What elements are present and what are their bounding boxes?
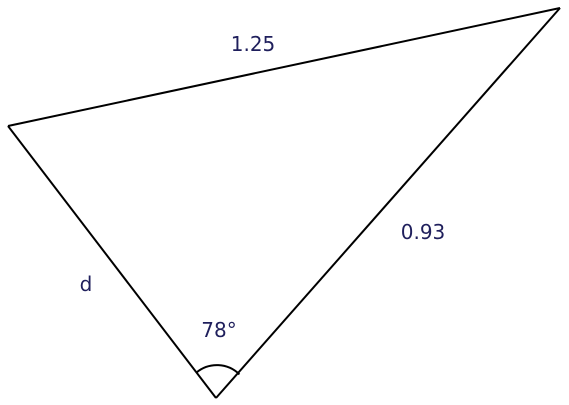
- angle-arc: [195, 364, 241, 376]
- angle-label: 78°: [201, 318, 236, 342]
- side-left-edge: [7, 125, 217, 399]
- side-top-edge: [7, 7, 561, 127]
- side-right-edge: [215, 7, 561, 399]
- side-top-label: 1.25: [231, 32, 276, 56]
- side-right-label: 0.93: [401, 220, 446, 244]
- side-left-label: d: [80, 272, 93, 296]
